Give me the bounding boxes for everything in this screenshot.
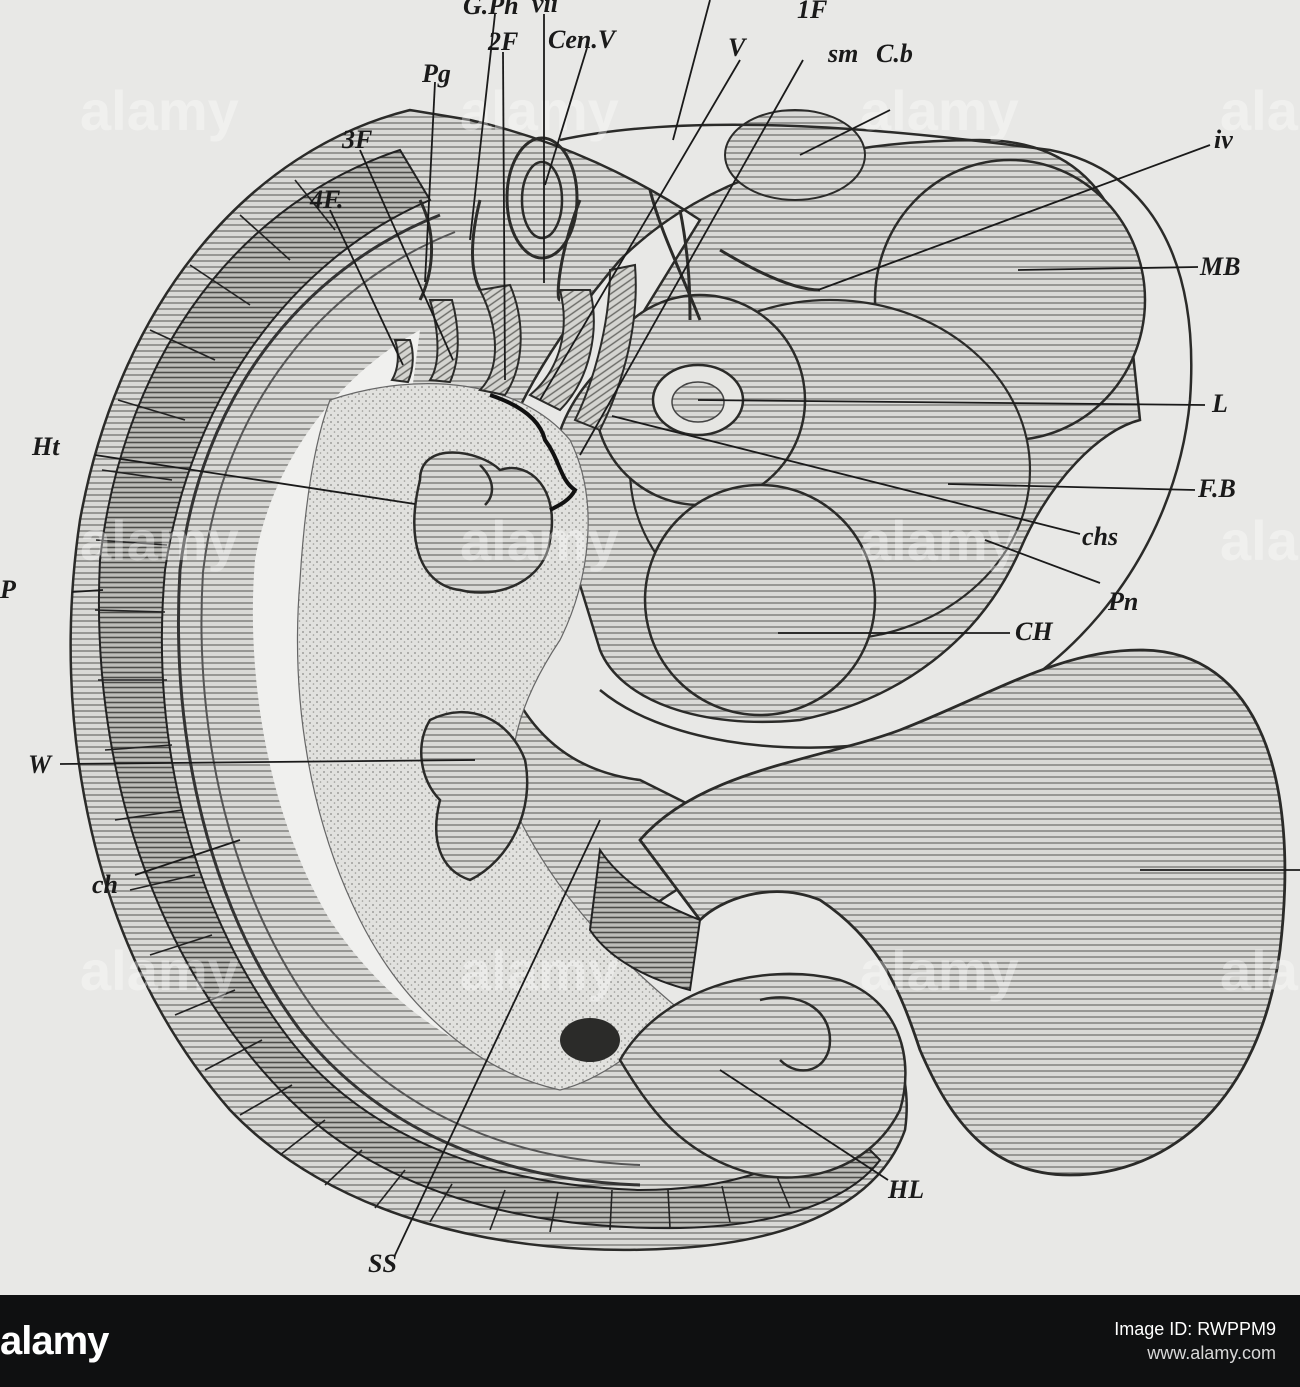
label-chs: chs <box>1082 522 1118 551</box>
embryo-illustration: alamy alamy alamy alamy alamy alamy alam… <box>0 0 1300 1295</box>
leader-lines <box>59 0 1300 1256</box>
label-mb: MB <box>1199 252 1240 281</box>
label-vii: vii <box>532 0 559 18</box>
label-p: P <box>0 575 17 604</box>
stomodaeum <box>489 393 578 512</box>
otic-vesicle <box>505 136 579 260</box>
wolffian-body <box>420 710 529 882</box>
label-gph: G.Ph <box>463 0 519 20</box>
label-ss: SS <box>368 1249 397 1278</box>
svg-text:alamy: alamy <box>1220 939 1300 1002</box>
lens-inner <box>671 381 725 423</box>
label-cenv: Cen.V <box>548 25 618 54</box>
stock-footer: alamy Image ID: RWPPM9 www.alamy.com <box>0 1295 1300 1387</box>
diagram-labels: vii G.Ph 2F Cen.V V 1F sm C.b Pg 3F iv 4… <box>0 0 1240 1278</box>
label-w: W <box>28 750 53 779</box>
svg-text:alamy: alamy <box>80 509 239 572</box>
tail-hind-limb <box>618 972 907 1179</box>
label-l: L <box>1211 389 1228 418</box>
label-fb: F.B <box>1197 474 1236 503</box>
label-2f: 2F <box>487 27 518 56</box>
svg-text:alamy: alamy <box>860 79 1019 142</box>
label-chh: CH <box>1015 617 1053 646</box>
label-ht: Ht <box>31 432 60 461</box>
somite-band <box>97 148 882 1230</box>
label-1f: 1F <box>797 0 827 24</box>
embryo-diagram: alamy alamy alamy alamy alamy alamy alam… <box>0 0 1300 1278</box>
image-meta: Image ID: RWPPM9 www.alamy.com <box>1114 1295 1276 1387</box>
svg-text:alamy: alamy <box>80 939 239 1002</box>
label-3f: 3F <box>341 125 372 154</box>
notochord <box>177 213 641 1187</box>
label-hl: HL <box>887 1175 924 1204</box>
label-cb: C.b <box>876 39 913 68</box>
heart <box>413 451 554 594</box>
label-pn: Pn <box>1107 587 1138 616</box>
cerebral-hemisphere <box>643 483 877 717</box>
watermark: alamy alamy alamy alamy alamy alamy alam… <box>80 79 1300 1002</box>
svg-text:alamy: alamy <box>860 939 1019 1002</box>
alamy-logo: alamy <box>0 1318 109 1363</box>
cerebellum <box>724 109 866 201</box>
label-pg: Pg <box>421 59 451 88</box>
head-outline <box>559 123 1193 749</box>
somite-divisions <box>94 179 791 1233</box>
label-ch: ch <box>92 870 118 899</box>
label-iv: iv <box>1214 125 1233 154</box>
svg-text:alamy: alamy <box>1220 79 1300 142</box>
watermark-text: alamy <box>80 79 239 142</box>
svg-text:alamy: alamy <box>860 509 1019 572</box>
image-id: Image ID: RWPPM9 <box>1114 1319 1276 1339</box>
yolk-sac <box>638 648 1287 1177</box>
svg-text:alamy: alamy <box>460 509 619 572</box>
site-url: www.alamy.com <box>1147 1343 1276 1363</box>
label-sm: sm <box>827 39 858 68</box>
label-4f: 4F. <box>309 185 344 214</box>
label-v: V <box>728 33 748 62</box>
svg-text:alamy: alamy <box>1220 509 1300 572</box>
